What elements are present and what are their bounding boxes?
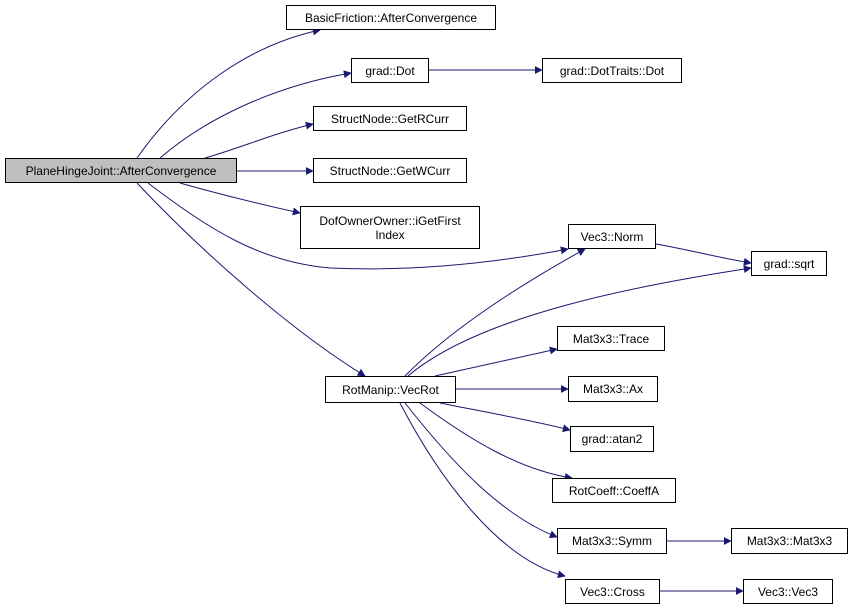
node-mat3x3-symm[interactable]: Mat3x3::Symm — [557, 528, 667, 554]
node-grad-atan2[interactable]: grad::atan2 — [570, 426, 654, 452]
node-grad-dottraits-dot[interactable]: grad::DotTraits::Dot — [542, 58, 682, 83]
node-planehingejoint-afterconvergence: PlaneHingeJoint::AfterConvergence — [5, 158, 237, 183]
edge-n0-n4 — [204, 121, 314, 159]
edge-n0-n1 — [136, 27, 321, 159]
edge-n0-n2 — [159, 70, 352, 159]
node-label: grad::sqrt — [763, 256, 815, 271]
node-vec3-cross[interactable]: Vec3::Cross — [565, 579, 660, 604]
node-label: grad::Dot — [365, 63, 415, 78]
edge-n9-n8 — [407, 265, 752, 377]
node-mat3x3-mat3x3[interactable]: Mat3x3::Mat3x3 — [731, 528, 848, 554]
node-label: StructNode::GetWCurr — [329, 163, 451, 178]
node-dofownerowner-igetfirstindex[interactable]: DofOwnerOwner::iGetFirst Index — [300, 206, 480, 249]
node-basicfriction-afterconvergence[interactable]: BasicFriction::AfterConvergence — [286, 5, 496, 30]
node-structnode-getrcurr[interactable]: StructNode::GetRCurr — [313, 106, 467, 131]
node-label: grad::DotTraits::Dot — [559, 63, 665, 78]
edge-n0-n6 — [179, 182, 301, 216]
node-label: StructNode::GetRCurr — [330, 111, 450, 126]
node-rotmanip-vecrot[interactable]: RotManip::VecRot — [325, 376, 456, 403]
node-label: Vec3::Cross — [580, 584, 645, 599]
edge-n0-n9 — [136, 182, 366, 377]
edge-n9-n13 — [419, 402, 573, 481]
node-label: grad::atan2 — [581, 432, 643, 446]
edge-n9-n7 — [404, 248, 586, 377]
node-label: RotManip::VecRot — [342, 382, 439, 397]
node-label: Mat3x3::Symm — [571, 534, 652, 548]
node-mat3x3-ax[interactable]: Mat3x3::Ax — [568, 376, 658, 402]
node-label-line2: Index — [375, 227, 405, 242]
node-grad-sqrt[interactable]: grad::sqrt — [751, 251, 827, 276]
edge-n9-n14 — [404, 402, 558, 539]
node-label: RotCoeff::CoeffA — [568, 483, 660, 498]
node-label: Mat3x3::Ax — [582, 382, 644, 396]
edge-n9-n16 — [399, 402, 566, 579]
node-rotcoeff-coeffa[interactable]: RotCoeff::CoeffA — [552, 478, 676, 503]
node-label: Vec3::Vec3 — [757, 584, 819, 599]
node-label: PlaneHingeJoint::AfterConvergence — [25, 163, 217, 178]
node-label: Vec3::Norm — [580, 229, 644, 244]
node-label: BasicFriction::AfterConvergence — [304, 10, 478, 25]
edge-n0-n7 — [147, 182, 569, 270]
edge-n7-n8 — [655, 243, 752, 266]
node-label: Mat3x3::Mat3x3 — [746, 534, 833, 548]
edge-n9-n12 — [439, 402, 571, 433]
node-vec3-vec3[interactable]: Vec3::Vec3 — [743, 579, 833, 604]
node-mat3x3-trace[interactable]: Mat3x3::Trace — [557, 326, 665, 351]
edge-n9-n10 — [434, 346, 558, 377]
node-label: Mat3x3::Trace — [572, 331, 650, 346]
node-label: DofOwnerOwner::iGetFirst — [319, 213, 461, 228]
node-structnode-getwcurr[interactable]: StructNode::GetWCurr — [313, 158, 467, 183]
node-vec3-norm[interactable]: Vec3::Norm — [568, 224, 656, 249]
node-grad-dot[interactable]: grad::Dot — [351, 58, 429, 83]
